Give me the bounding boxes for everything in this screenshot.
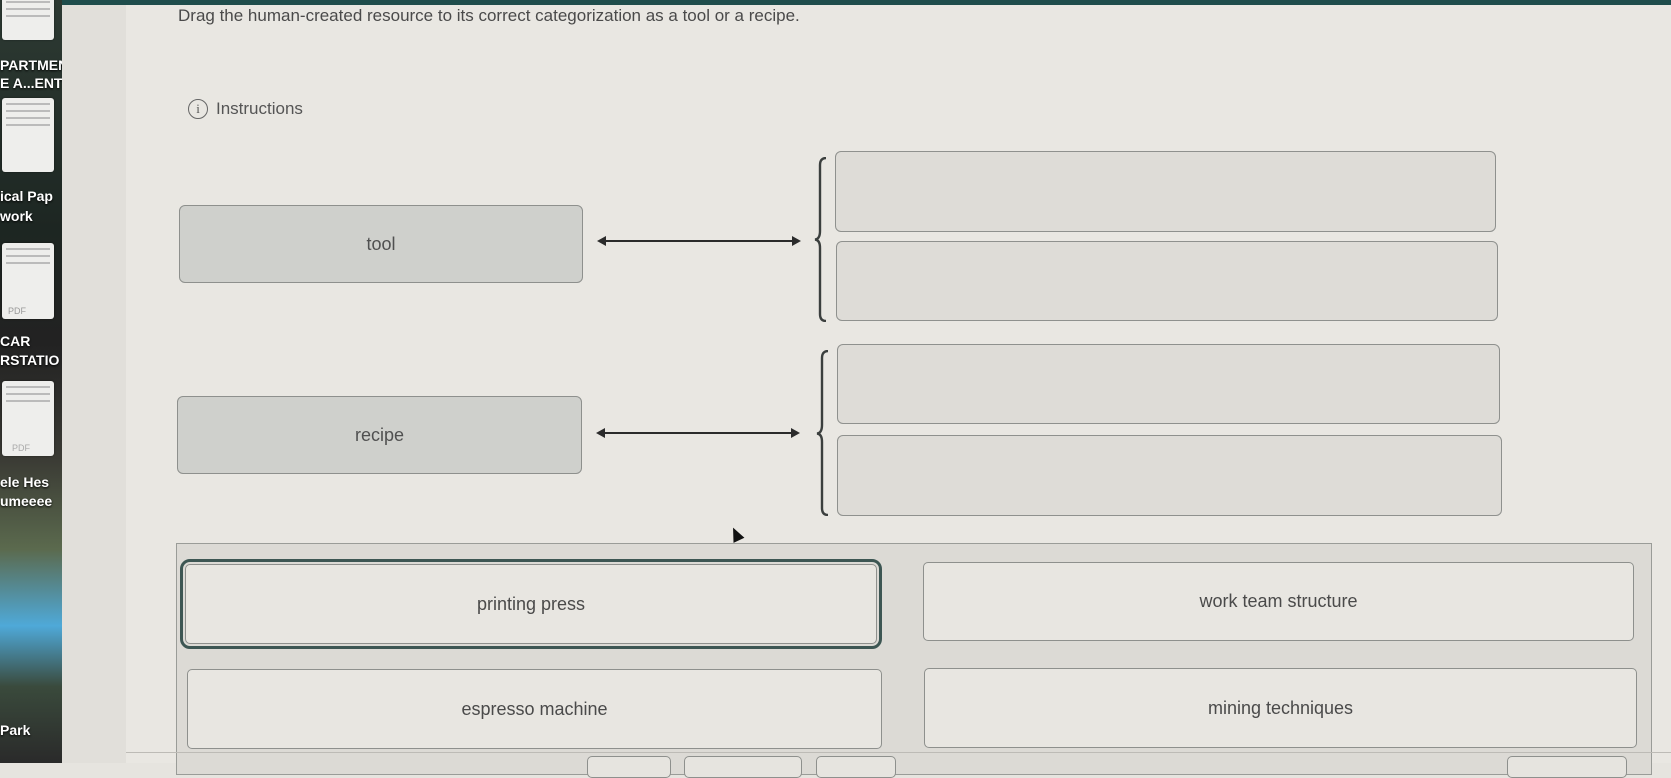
curly-bracket-icon [814,157,828,322]
instructions-toggle[interactable]: i Instructions [188,99,303,119]
left-margin [62,0,127,763]
desktop-file-label: E A...ENT [0,75,62,91]
footer-divider [126,752,1671,753]
desktop-pdf-icon[interactable]: PDF [2,381,54,456]
tool-drop-slot-2[interactable] [836,241,1498,321]
question-prompt: Drag the human-created resource to its c… [178,6,800,25]
tool-drop-slot-1[interactable] [835,151,1496,232]
item-label: mining techniques [1207,697,1354,718]
desktop-file-label: ical Pap [0,188,53,204]
pdf-badge: PDF [8,306,26,316]
pdf-badge: PDF [12,443,30,453]
draggable-item-mining-techniques[interactable]: mining techniques [924,668,1637,748]
desktop-file-icon[interactable] [2,0,54,40]
draggable-item-printing-press[interactable]: printing press [180,559,882,649]
category-recipe: recipe [177,396,582,474]
desktop-file-label: Park [0,722,31,738]
desktop-file-label: ele Hes [0,474,50,490]
desktop-file-label: PARTMEN [0,57,62,73]
double-arrow-icon [597,236,801,246]
footer-button[interactable] [816,756,896,778]
item-label: printing press [476,593,586,614]
recipe-drop-slot-2[interactable] [837,435,1502,516]
footer-button[interactable] [1507,756,1627,778]
double-arrow-icon [596,428,800,438]
answer-bank: printing press work team structure espre… [176,543,1652,775]
desktop-file-label: work [0,208,33,224]
top-bar [62,0,1671,5]
draggable-item-espresso-machine[interactable]: espresso machine [187,669,882,749]
desktop-pdf-icon[interactable]: PDF [2,243,54,319]
category-label: tool [366,233,396,254]
item-label: work team structure [1199,591,1358,611]
footer-button[interactable] [684,756,802,778]
category-tool: tool [179,205,583,283]
desktop-file-label: RSTATIO [0,352,60,368]
recipe-drop-slot-1[interactable] [837,344,1500,424]
desktop-file-label: umeeee [0,493,53,509]
instructions-label: Instructions [216,99,303,118]
curly-bracket-icon [816,350,830,516]
info-icon: i [188,99,208,119]
desktop-background-strip: PARTMEN E A...ENT ical Pap work PDF CAR … [0,0,62,763]
desktop-file-icon[interactable] [2,98,54,172]
footer-button[interactable] [587,756,671,778]
category-label: recipe [354,424,405,445]
desktop-file-label: CAR [0,333,31,349]
item-label: espresso machine [461,698,608,719]
draggable-item-work-team-structure[interactable]: work team structure [923,562,1634,641]
